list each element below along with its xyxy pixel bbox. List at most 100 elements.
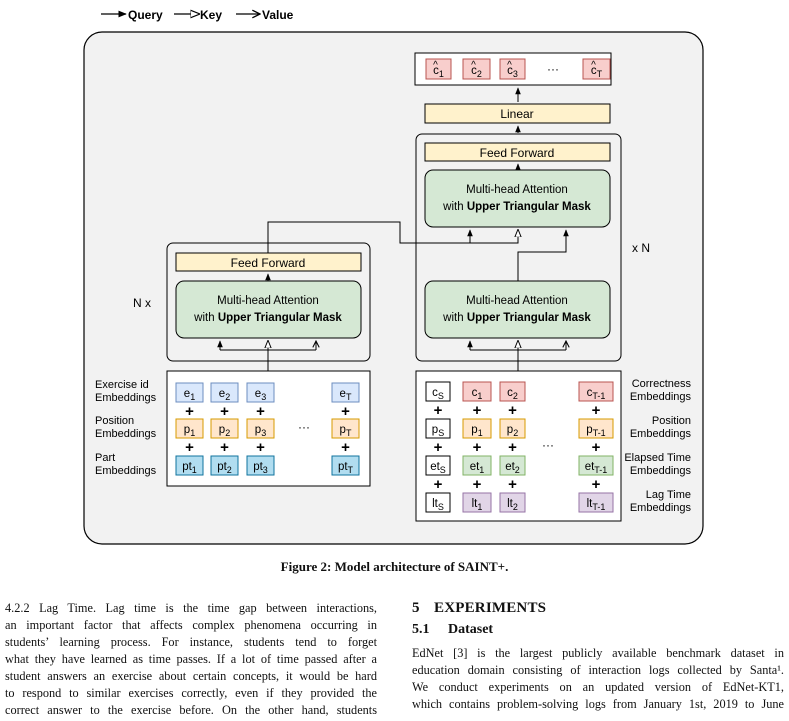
decoder-self-attention-line1: Multi-head Attention	[466, 295, 568, 307]
decoder-cell-3-3-text: ltT-1	[587, 498, 606, 512]
encoder-cell-0-0-text: e1	[184, 388, 195, 402]
plus-icon: +	[508, 476, 517, 493]
decoder-cell-2-3-text: etT-1	[585, 461, 608, 475]
legend-value-label: Value	[262, 8, 294, 22]
output-cell-0-text: c1	[433, 65, 444, 79]
decoder-cross-attention-line1: Multi-head Attention	[466, 184, 568, 196]
left-paragraph-line: student answers an exercise about certai…	[5, 669, 377, 683]
figure-caption: Figure 2: Model architecture of SAINT+.	[280, 559, 509, 574]
left-paragraph-line: to respond to similar exercises correctl…	[5, 686, 377, 700]
encoder-cell-2-2: pt3	[246, 455, 275, 476]
decoder-row-label-3-line1: Lag Time	[646, 489, 691, 501]
decoder-cross-attention	[424, 169, 611, 228]
decoder-row-label-1-line1: Position	[652, 415, 691, 427]
decoder-cell-0-3-text: cT-1	[587, 387, 606, 401]
encoder-cell-1-2: p3	[246, 418, 275, 439]
linear-layer	[424, 103, 611, 124]
encoder-feed-forward-label: Feed Forward	[231, 256, 306, 270]
decoder-self-attention-line2: with Upper Triangular Mask	[442, 312, 591, 324]
output-cell-3-text: cT	[591, 65, 603, 79]
output-cell-2-text: c3	[507, 65, 518, 79]
linear-label: Linear	[500, 107, 533, 121]
svg-text:^: ^	[433, 60, 438, 71]
decoder-cell-1-1: p1	[462, 418, 492, 439]
architecture-diagram: Query Key Value c1^c2^c3^cT^··· Linear x…	[83, 8, 704, 545]
decoder-cell-3-2-text: lt2	[507, 498, 518, 512]
left-column: 4.2.2 Lag Time. Lag time is the time gap…	[5, 600, 377, 719]
decoder-repeat-label: x N	[632, 241, 650, 255]
left-paragraph-line: students’ learning process. For instance…	[5, 635, 377, 649]
encoder-cell-2-3: ptT	[331, 455, 360, 476]
encoder-cell-1-0-text: p1	[184, 424, 195, 438]
decoder-row-label-0-line2: Embeddings	[630, 391, 692, 403]
decoder-cell-0-3: cT-1	[578, 381, 614, 402]
output-cell-3: cT^	[582, 58, 611, 80]
plus-icon: +	[473, 476, 482, 493]
encoder-cell-1-0: p1	[175, 418, 204, 439]
decoder-cell-1-2-text: p2	[507, 424, 518, 438]
decoder-feed-forward	[424, 142, 611, 162]
plus-icon: +	[508, 402, 517, 419]
decoder-row-label-0-line1: Correctness	[632, 378, 692, 390]
output-cell-1: c2^	[462, 58, 491, 80]
decoder-cell-3-1-text: lt1	[472, 498, 483, 512]
decoder-cell-0-1: c1	[462, 381, 492, 402]
decoder-cell-1-0: pS	[425, 418, 451, 439]
plus-icon: +	[508, 439, 517, 456]
plus-icon: +	[256, 439, 265, 456]
encoder-cell-1-1: p2	[210, 418, 239, 439]
encoder-cell-0-1: e2	[210, 382, 239, 403]
legend-query-label: Query	[128, 8, 163, 22]
decoder-cell-1-3: pT-1	[578, 418, 614, 439]
encoder-cell-1-2-text: p3	[255, 424, 266, 438]
svg-text:^: ^	[471, 60, 476, 71]
lag-time-paragraph: 4.2.2 Lag Time. Lag time is the time gap…	[5, 600, 377, 719]
plus-icon: +	[220, 403, 229, 420]
output-predictions: c1^c2^c3^cT^···	[425, 58, 611, 80]
decoder-cell-0-0-text: cS	[432, 387, 444, 401]
encoder-cell-0-0: e1	[175, 382, 204, 403]
encoder-repeat-label: N x	[133, 296, 151, 310]
encoder-row-label-1-line2: Embeddings	[95, 428, 157, 440]
encoder-cell-2-1-text: pt2	[217, 461, 232, 475]
decoder-cell-2-1-text: et1	[470, 461, 485, 475]
output-cell-1-text: c2	[471, 65, 482, 79]
right-paragraph-line: We conduct experiments on an updated ver…	[412, 680, 784, 694]
decoder-cell-3-3: ltT-1	[578, 492, 614, 513]
decoder-cell-0-2-text: c2	[507, 387, 518, 401]
encoder-self-attention-line1: Multi-head Attention	[217, 295, 319, 307]
decoder-ellipsis: ···	[542, 438, 554, 452]
plus-icon: +	[185, 403, 194, 420]
decoder-cell-1-3-text: pT-1	[586, 424, 605, 438]
encoder-row-label-2-line2: Embeddings	[95, 465, 157, 477]
encoder-self-attention-line2: with Upper Triangular Mask	[193, 312, 342, 324]
decoder-row-label-2-line2: Embeddings	[630, 465, 692, 477]
encoder-cell-0-3: eT	[331, 382, 360, 403]
left-paragraph-line: what they have learned as time passes. I…	[5, 652, 377, 666]
right-paragraph-line: education domain consisting of interacti…	[412, 663, 784, 677]
left-paragraph-line: correct answer to the exercise before. O…	[5, 703, 377, 717]
encoder-cell-1-3-text: pT	[340, 424, 352, 438]
encoder-cell-0-2-text: e3	[255, 388, 266, 402]
decoder-cell-2-2-text: et2	[505, 461, 520, 475]
decoder-cell-3-0: ltS	[425, 492, 451, 513]
encoder-cell-1-3: pT	[331, 418, 360, 439]
plus-icon: +	[434, 402, 443, 419]
right-paragraph-line: which contains problem-solving logs from…	[412, 697, 784, 711]
plus-icon: +	[592, 402, 601, 419]
encoder-row-label-1-line1: Position	[95, 415, 134, 427]
plus-icon: +	[473, 402, 482, 419]
dataset-paragraph: EdNet [3] is the largest publicly availa…	[412, 645, 784, 713]
left-paragraph-line: an important factor that affects complex…	[5, 618, 377, 632]
encoder-to-decoder-connector	[267, 221, 473, 253]
decoder-row-label-2-line1: Elapsed Time	[624, 452, 691, 464]
encoder-self-attention	[175, 280, 362, 339]
legend: Query Key Value	[101, 8, 294, 22]
output-cell-2: c3^	[499, 58, 526, 80]
decoder-cross-attention-line2: with Upper Triangular Mask	[442, 201, 591, 213]
